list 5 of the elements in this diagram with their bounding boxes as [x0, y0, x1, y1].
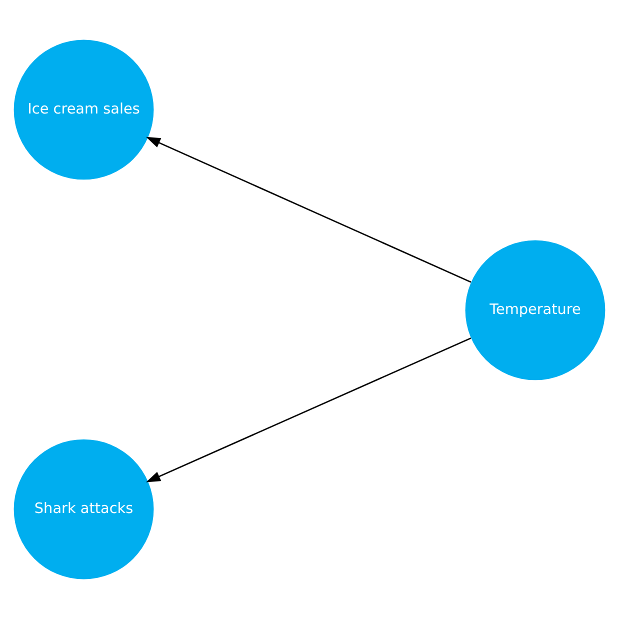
node-circle: Ice cream sales — [14, 40, 154, 180]
node-circle: Shark attacks — [14, 439, 154, 580]
arrow — [146, 136, 472, 283]
arrow — [146, 337, 472, 482]
node-circle: Temperature — [465, 240, 606, 380]
